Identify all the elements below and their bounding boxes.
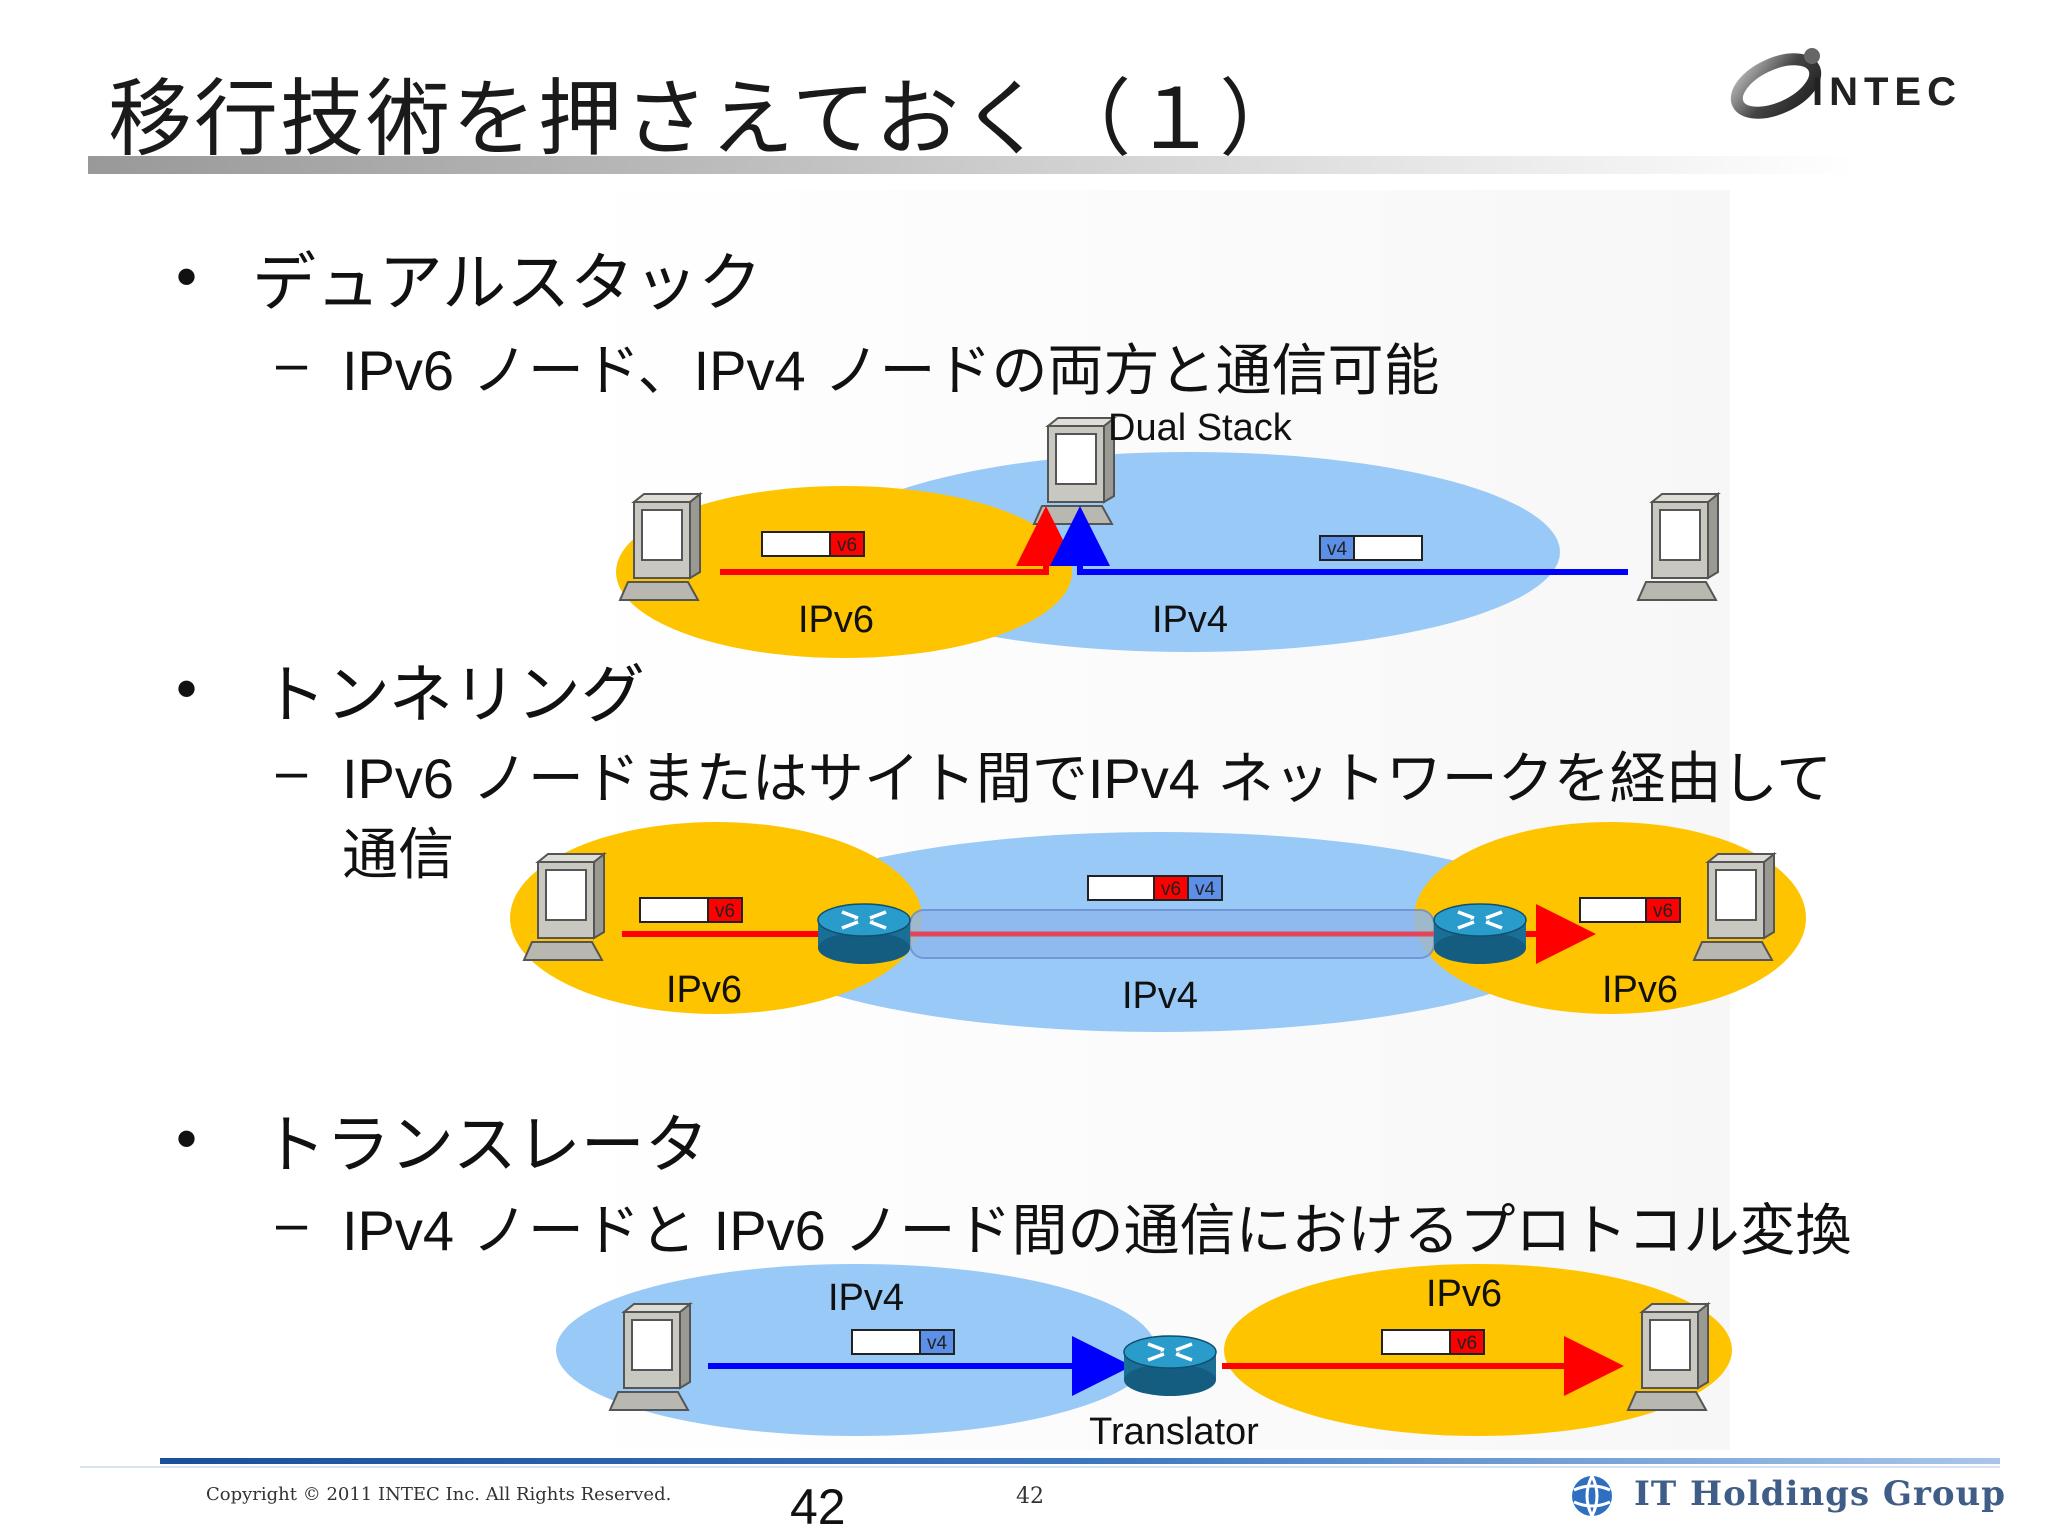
sub-3-mark: – bbox=[276, 1191, 308, 1254]
bullet-3-mark: • bbox=[176, 1105, 198, 1172]
sub-3-prefix2: IPv6 bbox=[713, 1199, 826, 1262]
intec-logo bbox=[1720, 40, 2020, 130]
sub-2-prefix: IPv6 bbox=[342, 747, 455, 810]
page-number-large: 42 bbox=[790, 1479, 846, 1535]
translator-diagram: v4 v6 IPv4 IPv6 Translator bbox=[556, 1264, 1732, 1453]
tunnel-mid-v4-tag: v4 bbox=[1195, 879, 1216, 900]
it-holdings-logo bbox=[1566, 1468, 2006, 1524]
tunnel-ipv4-label: IPv4 bbox=[1122, 975, 1198, 1017]
translator-ipv4-label: IPv4 bbox=[828, 1277, 904, 1319]
sub-3-text: IPv4 ノードと IPv6 ノード間の通信におけるプロトコル変換 bbox=[342, 1186, 1852, 1267]
bullet-1-heading: デュアルスタック bbox=[252, 247, 763, 321]
footer-rule-light bbox=[80, 1466, 2000, 1468]
bullet-3-heading: トランスレータ bbox=[262, 1109, 709, 1183]
page-number-small: 42 bbox=[1016, 1484, 1044, 1509]
tunnel-right-packet-tag: v6 bbox=[1653, 901, 1673, 922]
sub-1-rest: ノードの両方と通信可能 bbox=[805, 339, 1440, 404]
tunnel-left-router-icon bbox=[816, 902, 912, 966]
footer-rule bbox=[160, 1458, 2000, 1464]
sub-3-middle: ノードと bbox=[454, 1199, 714, 1264]
sub-1-prefix2: IPv4 bbox=[693, 339, 806, 402]
dual-right-packet-tag: v4 bbox=[1327, 539, 1348, 560]
dual-ipv6-label: IPv6 bbox=[798, 599, 874, 641]
sub-2-line2: 通信 bbox=[342, 823, 454, 888]
tunnel-right-router-icon bbox=[1432, 902, 1528, 966]
sub-1-middle: ノード、 bbox=[454, 339, 694, 404]
tunnel-mid-v6-tag: v6 bbox=[1161, 879, 1181, 900]
sub-2-mark: – bbox=[276, 739, 308, 802]
sub-2-rest: ネットワークを経由して bbox=[1199, 747, 1833, 812]
it-holdings-logo-text: IT Holdings Group bbox=[1634, 1474, 2007, 1514]
globe-icon bbox=[1572, 1475, 1612, 1517]
sub-1-mark: – bbox=[276, 331, 308, 394]
tunneling-diagram: v6 v6 v4 v6 IPv6 IPv4 IPv6 bbox=[510, 822, 1806, 1032]
dual-stack-diagram: v6 v4 Dual Stack IPv6 IPv4 bbox=[616, 407, 1719, 658]
sub-1-prefix: IPv6 bbox=[342, 339, 455, 402]
sub-3-rest: ノード間の通信におけるプロトコル変換 bbox=[825, 1199, 1852, 1264]
sub-1-text: IPv6 ノード、IPv4 ノードの両方と通信可能 bbox=[342, 326, 1440, 407]
sub-3-prefix: IPv4 bbox=[342, 1199, 455, 1262]
translator-left-packet-tag: v4 bbox=[927, 1333, 948, 1354]
dual-left-packet-tag: v6 bbox=[837, 535, 857, 556]
diagram-panel-background bbox=[560, 190, 1730, 1450]
bullet-2-mark: • bbox=[176, 655, 198, 722]
dual-stack-label: Dual Stack bbox=[1108, 407, 1293, 449]
translator-device-icon bbox=[1122, 1334, 1218, 1398]
slide-title: 移行技術を押さえておく（１） bbox=[108, 70, 1306, 168]
bullet-2-heading: トンネリング bbox=[262, 659, 645, 733]
sub-2-prefix2: IPv4 bbox=[1087, 747, 1200, 810]
title-underline bbox=[88, 156, 1858, 174]
ipv4-host-icon bbox=[1637, 493, 1719, 601]
intec-logo-text: INTEC bbox=[1812, 70, 1962, 114]
sub-2-middle: ノードまたはサイト間で bbox=[454, 747, 1088, 812]
tunnel-left-packet-tag: v6 bbox=[715, 901, 735, 922]
dual-ipv4-label: IPv4 bbox=[1152, 599, 1228, 641]
sub-2-text: IPv6 ノードまたはサイト間でIPv4 ネットワークを経由して bbox=[342, 734, 1832, 815]
intec-swoosh-icon bbox=[1730, 48, 1822, 119]
tunnel-right-ipv6-label: IPv6 bbox=[1602, 969, 1678, 1011]
tunnel-left-ipv6-label: IPv6 bbox=[666, 969, 742, 1011]
translator-device-label: Translator bbox=[1089, 1411, 1259, 1453]
translator-ipv6-label: IPv6 bbox=[1426, 1273, 1502, 1315]
translator-right-packet-tag: v6 bbox=[1457, 1333, 1477, 1354]
bullet-1-mark: • bbox=[176, 243, 198, 310]
copyright-text: Copyright © 2011 INTEC Inc. All Rights R… bbox=[206, 1484, 672, 1505]
